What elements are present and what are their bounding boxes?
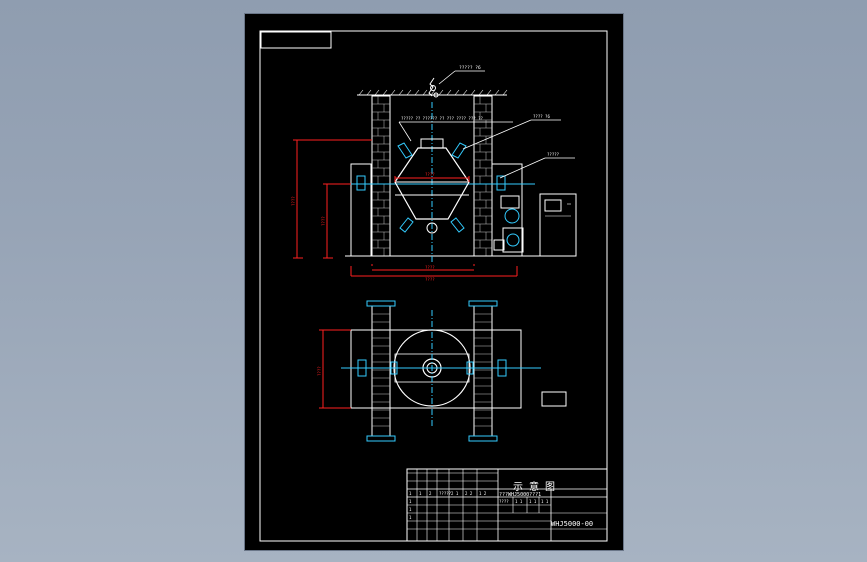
plan-cabinet xyxy=(541,391,567,407)
tb-cell: ????? xyxy=(439,491,452,496)
left-bearing-housing xyxy=(350,163,372,257)
title-block-drawing-number: WHJ5000-00 xyxy=(551,520,593,528)
tb-scale-cell: ???? xyxy=(499,499,509,504)
drawing-frame xyxy=(259,30,608,542)
drawing-sheet: ????? ?6 ????? ?? ?????? ?? ??? ???? ???… xyxy=(244,13,624,551)
drawing-canvas: ????? ?6 ????? ?? ?????? ?? ??? ???? ???… xyxy=(259,30,608,542)
top-callout: ????? ?6 xyxy=(459,65,481,71)
title-block xyxy=(406,468,608,542)
tb-scale-cell: 1 1 xyxy=(529,499,537,504)
title-block-code-top: ???WHJ5000???1 xyxy=(499,492,541,498)
tb-cell: 1 xyxy=(409,499,412,504)
plan-right-column xyxy=(473,305,493,437)
revision-box xyxy=(260,31,332,49)
dim-span-inner: ???? xyxy=(425,265,435,270)
tb-cell: 1 xyxy=(409,507,412,512)
plan-dimensions xyxy=(319,329,351,409)
plan-housing xyxy=(350,329,522,409)
tb-cell: 1 xyxy=(409,515,412,520)
tb-cell: 1 xyxy=(409,491,412,496)
mid-callout: ????? ?? ?????? ?? ??? ???? ??? ?? xyxy=(401,116,483,121)
dim-vessel-diameter: ???? xyxy=(425,172,435,177)
elevation-dimensions xyxy=(293,139,518,277)
right-callout-2: ????? xyxy=(547,152,560,157)
right-bearing-housing xyxy=(491,163,523,257)
control-cabinet xyxy=(539,193,577,257)
tb-cell: 2 xyxy=(429,491,432,496)
tb-scale-cell: 1 1 xyxy=(515,499,523,504)
plan-view xyxy=(319,300,567,442)
tb-cell: 2 1 xyxy=(451,491,459,496)
elevation-view xyxy=(293,70,577,277)
plan-left-column xyxy=(371,305,391,437)
tb-cell: 1 2 xyxy=(479,491,487,496)
title-block-name: 示 意 图 xyxy=(513,480,555,493)
tb-cell: 2 2 xyxy=(465,491,473,496)
dim-span-overall: ???? xyxy=(425,277,435,282)
tb-scale-cell: 1 1 xyxy=(541,499,549,504)
tb-cell: 1 xyxy=(419,491,422,496)
dim-plan-depth: ???? xyxy=(317,366,322,376)
dim-overall-height: ???? xyxy=(291,196,296,206)
right-callout-1: ???? ?6 xyxy=(533,114,550,119)
dim-inner-height: ???? xyxy=(321,216,326,226)
